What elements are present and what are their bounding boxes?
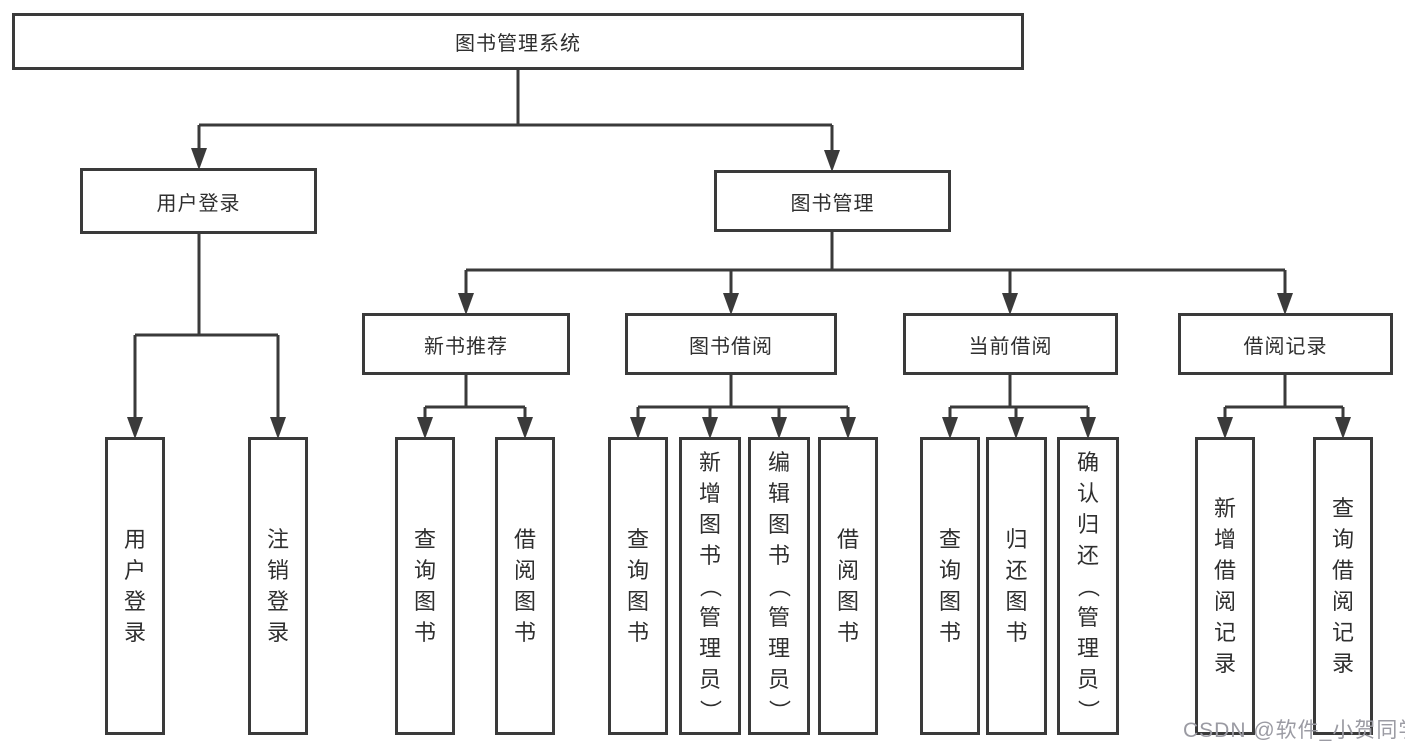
node-library-management-system: 图书管理系统: [12, 13, 1024, 70]
arrowhead-icon: [517, 417, 533, 439]
node-book-borrowing: 图书借阅: [625, 313, 837, 375]
leaf-borrow-books: 借阅图书: [818, 437, 878, 735]
arrowhead-icon: [1217, 417, 1233, 439]
arrowhead-icon: [417, 417, 433, 439]
arrowhead-icon: [127, 417, 143, 439]
leaf-add-borrow-record: 新增借阅记录: [1195, 437, 1255, 735]
node-label: 新书推荐: [424, 335, 508, 358]
node-borrowing-records: 借阅记录: [1178, 313, 1393, 375]
arrowhead-icon: [824, 150, 840, 172]
leaf-query-books-current: 查询图书: [920, 437, 980, 735]
arrowhead-icon: [723, 293, 739, 315]
node-label: 图书管理: [790, 192, 875, 215]
csdn-watermark: CSDN @软件_小贺同学: [1183, 719, 1405, 742]
arrowhead-icon: [458, 293, 474, 315]
arrowhead-icon: [1335, 417, 1351, 439]
node-book-management: 图书管理: [714, 170, 951, 232]
node-label: 图书管理系统: [455, 33, 581, 55]
node-label: 借阅记录: [1243, 335, 1328, 358]
leaf-add-books-admin: 新增图书（管理员）: [679, 437, 741, 735]
leaf-logout: 注销登录: [248, 437, 308, 735]
arrowhead-icon: [1080, 417, 1096, 439]
node-user-login: 用户登录: [80, 168, 317, 234]
arrowhead-icon: [771, 417, 787, 439]
arrowhead-icon: [1008, 417, 1024, 439]
arrowhead-icon: [1002, 293, 1018, 315]
arrowhead-icon: [630, 417, 646, 439]
arrowhead-icon: [1277, 293, 1293, 315]
node-label: 图书借阅: [689, 335, 773, 358]
leaf-query-borrow-record: 查询借阅记录: [1313, 437, 1373, 735]
arrowhead-icon: [191, 148, 207, 170]
leaf-query-books-recommend: 查询图书: [395, 437, 455, 735]
leaf-borrow-books-recommend: 借阅图书: [495, 437, 555, 735]
leaf-query-books-borrowing: 查询图书: [608, 437, 668, 735]
arrowhead-icon: [270, 417, 286, 439]
arrowhead-icon: [702, 417, 718, 439]
leaf-user-login: 用户登录: [105, 437, 165, 735]
node-label: 当前借阅: [968, 335, 1053, 358]
node-new-book-recommendation: 新书推荐: [362, 313, 570, 375]
leaf-edit-books-admin: 编辑图书（管理员）: [748, 437, 810, 735]
arrowhead-icon: [840, 417, 856, 439]
node-current-borrowing: 当前借阅: [903, 313, 1118, 375]
leaf-confirm-return-admin: 确认归还（管理员）: [1057, 437, 1119, 735]
arrowhead-icon: [942, 417, 958, 439]
leaf-return-books: 归还图书: [986, 437, 1047, 735]
node-label: 用户登录: [156, 192, 241, 215]
